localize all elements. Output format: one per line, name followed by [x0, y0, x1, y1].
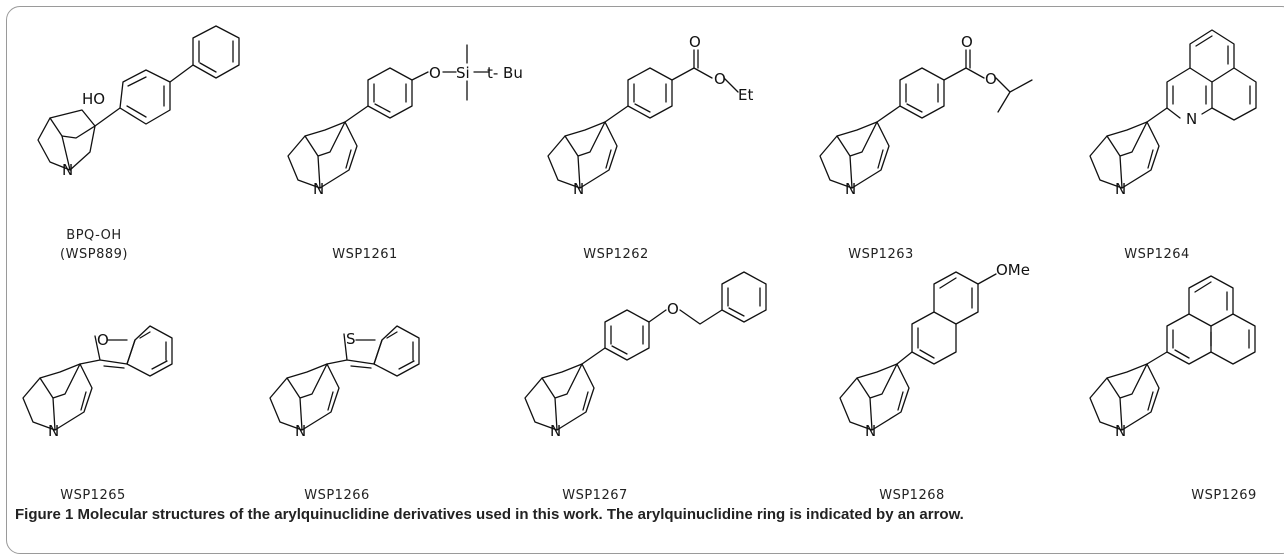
benzofuran-group — [79, 325, 173, 377]
figure-caption: Figure 1 Molecular structures of the ary… — [15, 505, 1277, 525]
phenyl-group — [344, 44, 490, 123]
atom-n: N — [573, 180, 584, 198]
atom-n: N — [295, 422, 306, 440]
compound-wsp1269: N WSP1269 — [1089, 275, 1257, 503]
atom-si: Si — [456, 64, 470, 82]
atom-n: N — [62, 161, 73, 179]
quinoline-group — [1146, 29, 1257, 123]
atom-o: O — [714, 70, 726, 88]
compound-wsp1265: O N WSP1265 — [22, 325, 173, 503]
compound-wsp1266: S N WSP1266 — [269, 325, 420, 503]
figure-label: Figure 1 — [15, 506, 74, 523]
compound-name: WSP1266 — [304, 488, 370, 503]
quinuclidine-ring-1 — [37, 109, 96, 171]
caption-text: Molecular structures of the arylquinucli… — [77, 506, 964, 523]
atom-o: O — [689, 33, 701, 51]
benzothiophene-group — [326, 325, 420, 377]
quinuclidine-ring-2 — [287, 121, 358, 189]
quinuclidine-ring-3 — [547, 121, 618, 189]
compound-wsp1262: O O Et N WSP1262 — [547, 33, 753, 262]
compound-name: WSP1261 — [332, 247, 398, 262]
compound-bpq-oh: HO N BPQ-OH (WSP889) — [37, 25, 240, 262]
compound-wsp1267: O N WSP1267 — [524, 271, 767, 503]
quinuclidine-ring-10 — [1089, 363, 1160, 431]
compound-name: WSP1268 — [879, 488, 945, 503]
quinuclidine-ring-8 — [524, 363, 595, 431]
atom-n: N — [1186, 110, 1197, 128]
atom-ho: HO — [82, 90, 105, 108]
compound-name: WSP1262 — [583, 247, 649, 262]
benzyloxyphenyl-group — [581, 271, 767, 365]
atom-n: N — [1115, 180, 1126, 198]
atom-o: O — [97, 331, 109, 349]
atom-ome: OMe — [996, 261, 1030, 279]
methoxynaphthyl-group — [896, 271, 997, 365]
atom-s: S — [346, 330, 356, 348]
quinuclidine-ring-6 — [22, 363, 93, 431]
benzoate-group — [604, 49, 739, 123]
compound-name: WSP1267 — [562, 488, 628, 503]
atom-n: N — [313, 180, 324, 198]
compound-wsp1268: OMe N WSP1268 — [839, 261, 1030, 503]
compound-name: WSP1265 — [60, 488, 126, 503]
compound-wsp1261: O Si t- Bu N WSP1261 — [287, 44, 523, 262]
benzoate-group — [876, 49, 1033, 123]
biphenyl-group — [94, 25, 240, 127]
atom-o: O — [429, 64, 441, 82]
atom-o: O — [985, 70, 997, 88]
quinuclidine-ring-5 — [1089, 121, 1160, 189]
atom-o: O — [961, 33, 973, 51]
atom-o: O — [667, 300, 679, 318]
quinuclidine-ring-7 — [269, 363, 340, 431]
naphthyl-group — [1146, 275, 1256, 365]
compound-name: WSP1264 — [1124, 247, 1190, 262]
quinuclidine-ring-9 — [839, 363, 910, 431]
compound-wsp1263: O O N WSP1263 — [819, 33, 1033, 262]
compound-name: BPQ-OH — [66, 228, 121, 243]
atom-n: N — [1115, 422, 1126, 440]
atom-t-bu: t- Bu — [487, 64, 523, 82]
atom-n: N — [845, 180, 856, 198]
compound-alias: (WSP889) — [60, 247, 128, 262]
atom-n: N — [865, 422, 876, 440]
compound-wsp1264: N N WSP1264 — [1089, 29, 1257, 262]
quinuclidine-ring-4 — [819, 121, 890, 189]
atom-n: N — [550, 422, 561, 440]
atom-et: Et — [738, 86, 753, 104]
atom-n: N — [48, 422, 59, 440]
compound-name: WSP1269 — [1191, 488, 1257, 503]
compound-name: WSP1263 — [848, 247, 914, 262]
